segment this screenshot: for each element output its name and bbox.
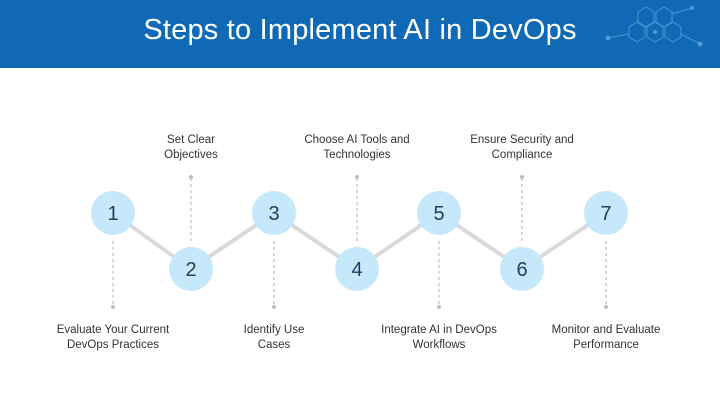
step-7-number: 7 [600,203,611,225]
hexagon-network-decoration [605,6,703,47]
step-2-label-line1: Set Clear [167,134,215,146]
step-5-number: 5 [433,203,444,225]
step-1-label-line2: DevOps Practices [66,339,160,351]
step-5-leader-dot [437,305,441,309]
step-2-circle [169,247,213,291]
step-4-label-line2: Technologies [323,149,391,161]
step-2-label-line2: Objectives [164,149,218,161]
step-6-leader-dot [520,175,524,179]
step-4-leader-dot [355,175,359,179]
step-1-circle [91,191,135,235]
step-6-label-line2: Compliance [491,149,553,161]
step-4-circle [335,247,379,291]
step-3-number: 3 [268,203,279,225]
step-6-number: 6 [516,259,527,281]
step-6-circle [500,247,544,291]
header-banner: Steps to Implement AI in DevOps [0,0,720,68]
step-3-circle [252,191,296,235]
step-3-label-line2: Cases [257,339,291,351]
step-2-number: 2 [185,259,196,281]
step-7-label-line2: Performance [573,339,639,351]
step-3-label-line1: Identify Use [243,324,305,336]
step-7-circle [584,191,628,235]
step-1-label-line1: Evaluate Your Current [56,324,170,336]
page-title: Steps to Implement AI in DevOps [143,14,577,46]
step-6-label-line1: Ensure Security and [470,134,574,146]
step-7-label-line1: Monitor and Evaluate [551,324,661,336]
step-1-number: 1 [107,203,118,225]
step-7-leader-dot [604,305,608,309]
step-3-leader-dot [272,305,276,309]
step-1-leader-dot [111,305,115,309]
step-5-circle [417,191,461,235]
step-4-label-line1: Choose AI Tools and [304,134,410,146]
step-5-label-line1: Integrate AI in DevOps [381,324,497,336]
step-5-label-line2: Workflows [412,339,466,351]
step-2-leader-dot [189,175,193,179]
step-4-number: 4 [351,259,362,281]
